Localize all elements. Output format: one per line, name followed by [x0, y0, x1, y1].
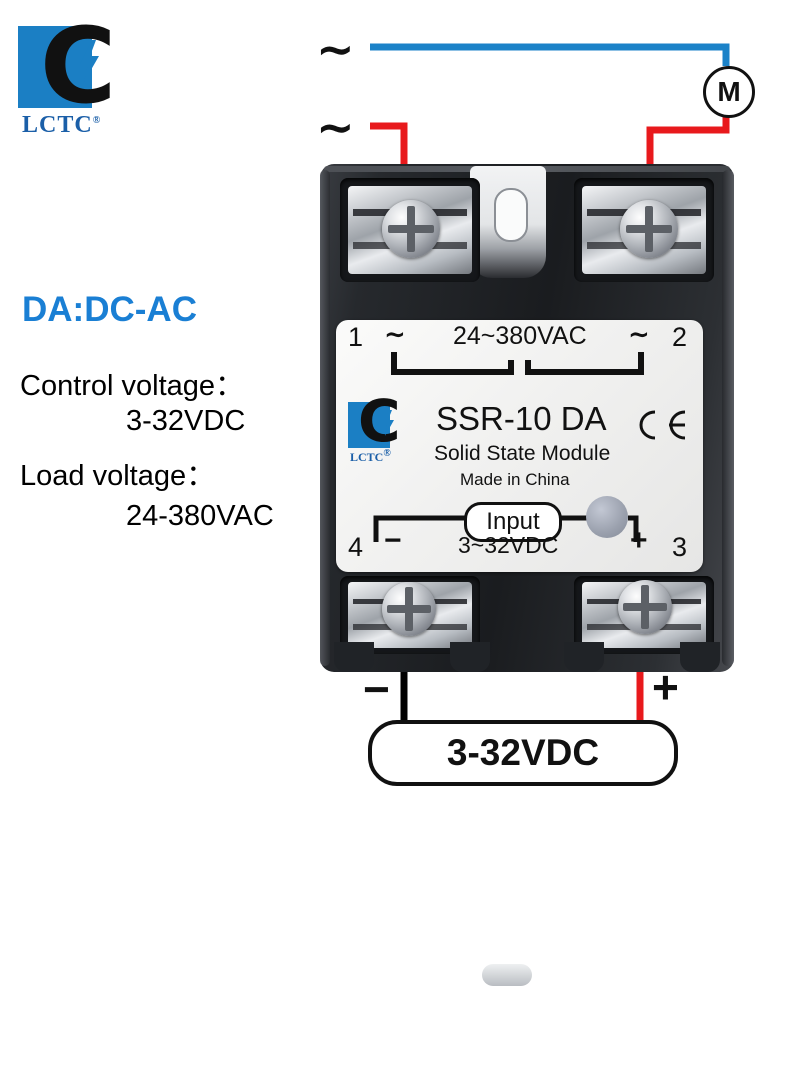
bottom-minus-sign: − — [363, 663, 390, 715]
motor-letter: M — [717, 76, 741, 107]
input-badge: Input — [464, 502, 562, 542]
control-voltage-label: Control voltage： — [20, 370, 245, 402]
relay-foot-left — [334, 642, 374, 672]
label-lightning-icon — [382, 410, 394, 436]
label-lctc-logo: C LCTC® — [348, 387, 401, 464]
model-subtitle: Solid State Module — [434, 442, 611, 465]
device-spec-label: 1 ∼ 24~380VAC ∼ 2 C LCTC® SSR-10 DA Soli… — [336, 320, 703, 572]
terminal-screw-2[interactable] — [620, 200, 678, 258]
ac-symbol-top: ∼ — [316, 22, 355, 76]
terminal-screw-4[interactable] — [382, 582, 436, 636]
relay-foot-midleft — [450, 642, 490, 672]
terminal-number-1: 1 — [348, 322, 364, 352]
input-rating-text: 3~32VDC — [458, 532, 559, 558]
relay-foot-right — [680, 642, 720, 672]
mounting-hole-top — [494, 188, 528, 242]
ssr-relay-body: 1 ∼ 24~380VAC ∼ 2 C LCTC® SSR-10 DA Soli… — [320, 164, 734, 1070]
dc-source-label: 3-32VDC — [446, 732, 600, 773]
terminal-number-3: 3 — [672, 532, 688, 562]
logo-letter-c: C — [40, 5, 116, 127]
origin-text: Made in China — [460, 470, 570, 489]
relay-left-edge — [320, 170, 330, 666]
input-badge-text: Input — [486, 508, 540, 535]
bottom-plus-sign: + — [652, 661, 679, 713]
label-tilde-left: ∼ — [384, 320, 406, 350]
model-number: SSR-10 DA — [436, 400, 607, 437]
ce-mark-icon — [639, 410, 686, 440]
bottom-terminal-block — [320, 562, 734, 1070]
mounting-tab-top — [470, 166, 546, 278]
relay-right-edge — [722, 170, 734, 666]
brand-logo: C LCTC® — [18, 5, 118, 138]
load-voltage-value: 24-380VAC — [126, 500, 274, 532]
control-voltage-value: 3-32VDC — [126, 405, 246, 437]
terminal-screw-1[interactable] — [382, 200, 440, 258]
logo-blue-square — [18, 26, 92, 108]
relay-foot-midright — [564, 642, 604, 672]
mounting-notch-bottom — [460, 962, 556, 1070]
neutral-wire — [370, 43, 730, 66]
label-tilde-right: ∼ — [628, 320, 650, 350]
ac-bracket-line — [391, 352, 644, 375]
logo-wordmark: LCTC® — [22, 112, 102, 138]
terminal-screw-3[interactable] — [618, 580, 672, 634]
label-minus-sign: − — [384, 524, 402, 557]
load-voltage-label: Load voltage： — [20, 460, 216, 492]
page-title: DA:DC-AC — [22, 290, 197, 329]
motor-symbol: M — [703, 66, 755, 118]
led-indicator — [586, 496, 628, 538]
label-plus-sign: + — [630, 524, 648, 557]
dc-source-box: 3-32VDC — [368, 720, 678, 786]
terminal-number-2: 2 — [672, 322, 688, 352]
ac-symbol-bottom: ∼ — [316, 100, 355, 154]
terminal-number-4: 4 — [348, 532, 364, 562]
lightning-bolt-icon — [80, 40, 99, 82]
load-rating-text: 24~380VAC — [453, 322, 587, 350]
